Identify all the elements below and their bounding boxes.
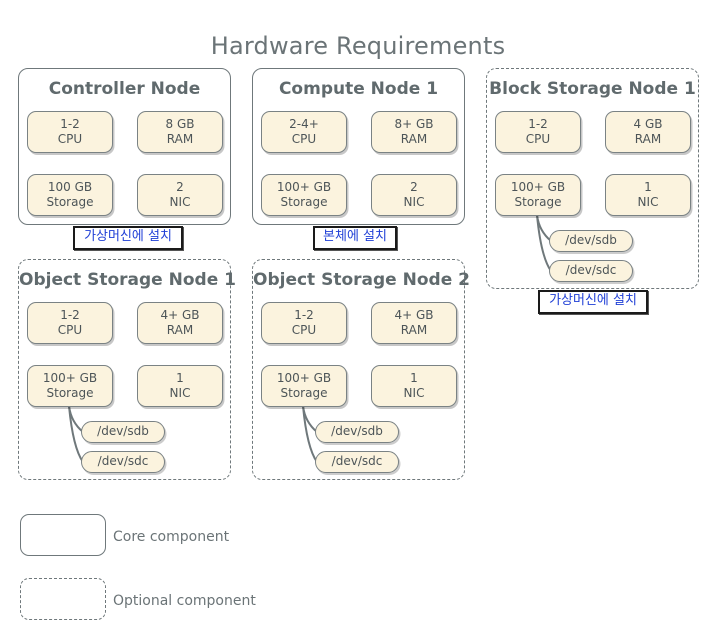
cpu-label: CPU xyxy=(291,323,317,337)
object1-nic: 1 NIC xyxy=(137,365,223,407)
block-device-sdb: /dev/sdb xyxy=(549,230,633,252)
cpu-label: CPU xyxy=(525,132,551,146)
storage-value: 100+ GB xyxy=(510,180,566,194)
legend-core-swatch xyxy=(20,514,106,556)
compute-cpu: 2-4+ CPU xyxy=(261,111,347,153)
legend-optional-swatch xyxy=(20,578,106,620)
storage-label: Storage xyxy=(46,386,94,400)
ram-label: RAM xyxy=(634,132,662,146)
compute-storage: 100+ GB Storage xyxy=(261,174,347,216)
block-storage: 100+ GB Storage xyxy=(495,174,581,216)
block-storage-node: Block Storage Node 1 1-2 CPU 4 GB RAM 10… xyxy=(486,68,699,289)
cpu-value: 1-2 xyxy=(294,308,314,322)
cpu-value: 2-4+ xyxy=(289,117,319,131)
nic-value: 1 xyxy=(176,371,184,385)
nic-label: NIC xyxy=(403,386,425,400)
legend-core-label: Core component xyxy=(113,529,230,545)
cpu-value: 1-2 xyxy=(528,117,548,131)
storage-value: 100+ GB xyxy=(276,371,332,385)
storage-label: Storage xyxy=(514,195,562,209)
ram-value: 8 GB xyxy=(165,117,195,131)
object1-device-sdc: /dev/sdc xyxy=(81,451,165,473)
compute-ram: 8+ GB RAM xyxy=(371,111,457,153)
nic-value: 2 xyxy=(176,180,184,194)
compute-node-title: Compute Node 1 xyxy=(278,79,439,99)
controller-node: Controller Node 1-2 CPU 8 GB RAM 100 GB … xyxy=(18,68,231,225)
object2-cpu: 1-2 CPU xyxy=(261,302,347,344)
object-storage-node-2: Object Storage Node 2 1-2 CPU 4+ GB RAM … xyxy=(252,259,470,480)
object-storage-node-1-title: Object Storage Node 1 xyxy=(19,270,236,290)
compute-nic: 2 NIC xyxy=(371,174,457,216)
nic-value: 2 xyxy=(410,180,418,194)
diagram-title: Hardware Requirements xyxy=(210,32,506,60)
ram-label: RAM xyxy=(166,323,194,337)
storage-value: 100 GB xyxy=(47,180,93,194)
storage-value: 100+ GB xyxy=(42,371,98,385)
ram-value: 4+ GB xyxy=(160,308,200,322)
ram-label: RAM xyxy=(400,323,428,337)
storage-label: Storage xyxy=(280,195,328,209)
controller-cpu: 1-2 CPU xyxy=(27,111,113,153)
ram-value: 4+ GB xyxy=(394,308,434,322)
block-storage-node-title: Block Storage Node 1 xyxy=(489,79,696,99)
storage-label: Storage xyxy=(280,386,328,400)
nic-label: NIC xyxy=(169,386,191,400)
controller-storage: 100 GB Storage xyxy=(27,174,113,216)
nic-label: NIC xyxy=(637,195,659,209)
nic-label: NIC xyxy=(403,195,425,209)
object2-device-sdb: /dev/sdb xyxy=(315,421,399,443)
compute-install-note: 본체에 설치 xyxy=(313,226,397,250)
block-cpu: 1-2 CPU xyxy=(495,111,581,153)
cpu-value: 1-2 xyxy=(60,308,80,322)
object1-cpu: 1-2 CPU xyxy=(27,302,113,344)
object-storage-node-1: Object Storage Node 1 1-2 CPU 4+ GB RAM … xyxy=(18,259,236,480)
nic-value: 1 xyxy=(410,371,418,385)
controller-install-note: 가상머신에 설치 xyxy=(73,226,183,250)
controller-ram: 8 GB RAM xyxy=(137,111,223,153)
cpu-label: CPU xyxy=(57,132,83,146)
storage-value: 100+ GB xyxy=(276,180,332,194)
ram-label: RAM xyxy=(166,132,194,146)
nic-label: NIC xyxy=(169,195,191,209)
object-storage-node-2-title: Object Storage Node 2 xyxy=(253,270,470,290)
controller-nic: 2 NIC xyxy=(137,174,223,216)
ram-label: RAM xyxy=(400,132,428,146)
object1-ram: 4+ GB RAM xyxy=(137,302,223,344)
compute-node: Compute Node 1 2-4+ CPU 8+ GB RAM 100+ G… xyxy=(252,68,465,225)
object1-storage: 100+ GB Storage xyxy=(27,365,113,407)
cpu-label: CPU xyxy=(291,132,317,146)
object2-ram: 4+ GB RAM xyxy=(371,302,457,344)
block-ram: 4 GB RAM xyxy=(605,111,691,153)
cpu-value: 1-2 xyxy=(60,117,80,131)
object2-storage: 100+ GB Storage xyxy=(261,365,347,407)
block-install-note: 가상머신에 설치 xyxy=(538,290,648,314)
object1-device-sdb: /dev/sdb xyxy=(81,421,165,443)
block-nic: 1 NIC xyxy=(605,174,691,216)
cpu-label: CPU xyxy=(57,323,83,337)
controller-node-title: Controller Node xyxy=(48,79,201,99)
ram-value: 8+ GB xyxy=(394,117,434,131)
storage-label: Storage xyxy=(46,195,94,209)
legend-optional-label: Optional component xyxy=(113,593,256,609)
nic-value: 1 xyxy=(644,180,652,194)
object2-nic: 1 NIC xyxy=(371,365,457,407)
ram-value: 4 GB xyxy=(633,117,663,131)
object2-device-sdc: /dev/sdc xyxy=(315,451,399,473)
block-device-sdc: /dev/sdc xyxy=(549,260,633,282)
